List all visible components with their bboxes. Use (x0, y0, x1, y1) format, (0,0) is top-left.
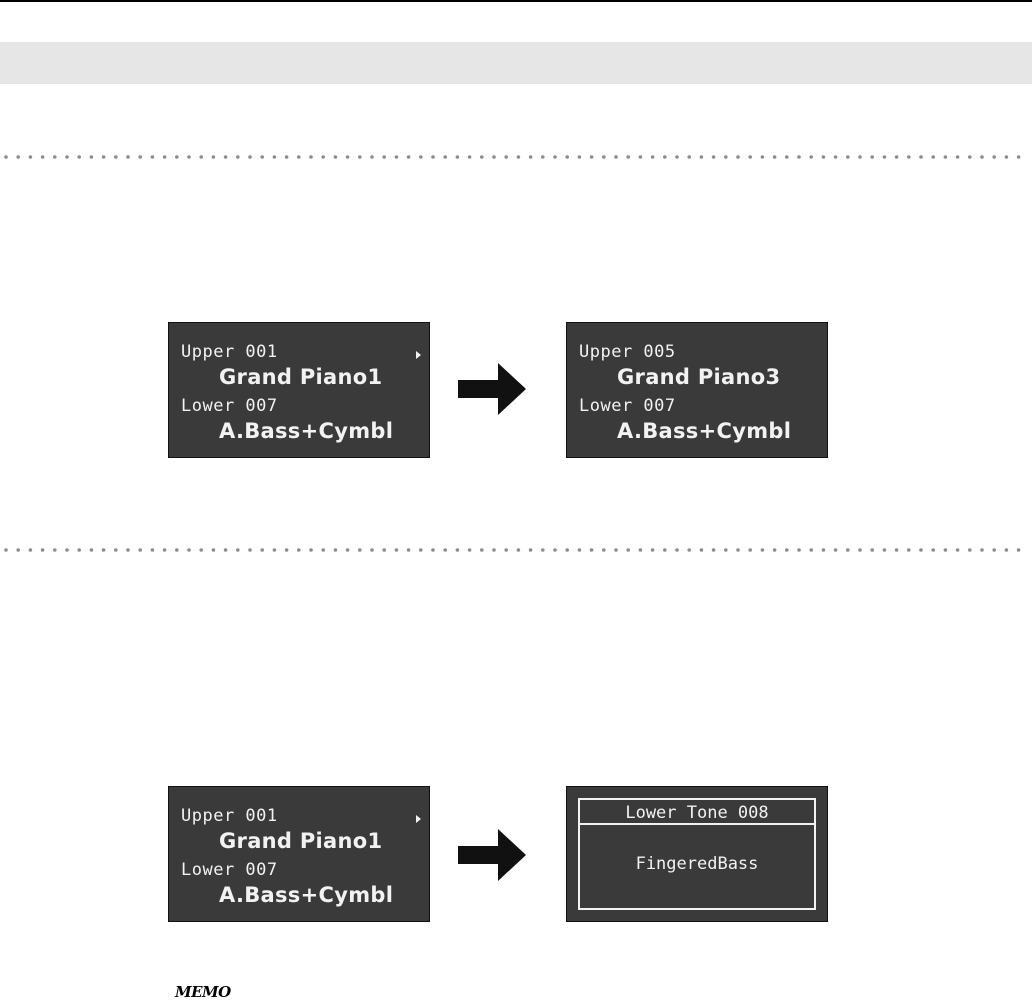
lower-tone-name: A.Bass+Cymbl (617, 419, 792, 443)
upper-tone-name: Grand Piano1 (219, 829, 383, 853)
lcd-display-upper-001: Upper 001 Grand Piano1 Lower 007 A.Bass+… (168, 322, 430, 458)
upper-part-label: Upper 005 (579, 342, 676, 362)
lower-part-label: Lower 007 (181, 860, 278, 880)
lcd-lower-tone-window: Lower Tone 008 FingeredBass (566, 786, 828, 922)
dotted-separator-1 (0, 153, 1032, 161)
section-header-bar (0, 42, 1032, 84)
top-rule (0, 0, 1032, 2)
right-arrow-icon (458, 363, 526, 415)
lower-tone-name: A.Bass+Cymbl (219, 419, 394, 443)
window-tone-value: FingeredBass (635, 854, 759, 874)
dotted-separator-2 (0, 546, 1032, 554)
window-title-rule (580, 823, 814, 825)
memo-icon: MEMO (175, 982, 235, 1008)
lower-tone-name: A.Bass+Cymbl (219, 883, 394, 907)
lcd-display-upper-001-second: Upper 001 Grand Piano1 Lower 007 A.Bass+… (168, 786, 430, 922)
upper-tone-name: Grand Piano3 (617, 365, 781, 389)
right-pointer-icon (416, 351, 421, 359)
upper-part-label: Upper 001 (181, 806, 278, 826)
upper-part-label: Upper 001 (181, 342, 278, 362)
upper-tone-name: Grand Piano1 (219, 365, 383, 389)
right-pointer-icon (416, 815, 421, 823)
memo-label: MEMO (175, 983, 231, 1001)
window-frame: Lower Tone 008 FingeredBass (578, 798, 816, 910)
right-arrow-icon (458, 829, 526, 881)
lcd-display-upper-005: Upper 005 Grand Piano3 Lower 007 A.Bass+… (566, 322, 828, 458)
lower-part-label: Lower 007 (579, 396, 676, 416)
window-title: Lower Tone 008 (625, 803, 769, 823)
lower-part-label: Lower 007 (181, 396, 278, 416)
